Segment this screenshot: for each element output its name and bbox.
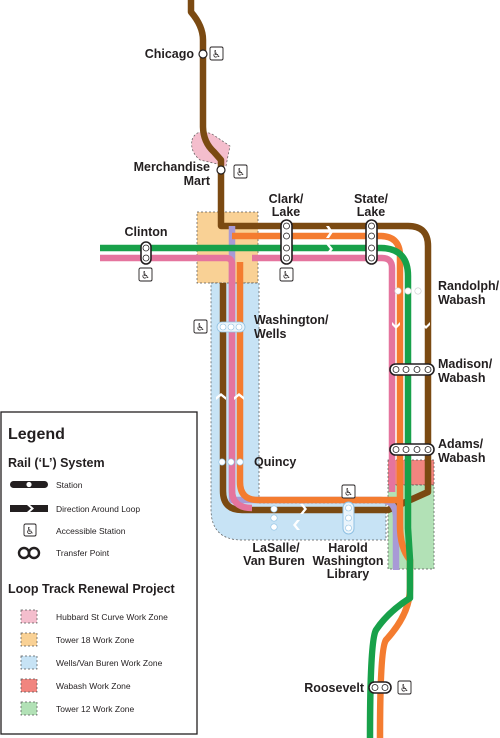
merchandise-mart-station[interactable] <box>216 165 226 175</box>
harold-washington-label: Washington <box>312 554 383 568</box>
orange-line-loop <box>236 262 400 504</box>
wheelchair-icon: ♿ <box>23 523 37 537</box>
legend-item-accessible: Accessible Station <box>56 526 126 536</box>
state-lake-label: State/ <box>354 192 389 206</box>
legend-item-transfer: Transfer Point <box>56 548 110 558</box>
legend-item-station: Station <box>56 480 83 490</box>
merchandise-mart-label: Merchandise <box>134 160 210 174</box>
merchandise-mart-label: Mart <box>184 174 211 188</box>
lasalle-vanburen-label: Van Buren <box>243 554 305 568</box>
svg-text:♿: ♿ <box>26 526 35 537</box>
washington-wells-label: Wells <box>254 327 286 341</box>
svg-text:♿: ♿ <box>141 271 150 282</box>
clinton-label: Clinton <box>124 225 167 239</box>
pink-line-wabash <box>252 254 396 492</box>
direction-arrows <box>216 226 430 530</box>
state-lake-label: Lake <box>357 205 386 219</box>
washington-wells-station[interactable] <box>216 321 246 333</box>
wheelchair-icon: ♿ <box>209 46 224 61</box>
clark-lake-station[interactable] <box>280 219 293 265</box>
station-labels: Chicago Merchandise Mart Clark/ Lake Sta… <box>124 47 499 695</box>
randolph-wabash-label: Randolph/ <box>438 279 500 293</box>
rail-lines <box>100 0 432 738</box>
green-line <box>100 244 414 738</box>
clark-lake-label: Clark/ <box>269 192 304 206</box>
direction-arrow-icon <box>300 504 307 514</box>
accessible-badges: ♿ ♿ ♿ ♿ ♿ ♿ ♿ <box>138 46 412 695</box>
chicago-station[interactable] <box>198 49 208 59</box>
clinton-station[interactable] <box>140 241 152 265</box>
station-icon <box>10 481 48 488</box>
adams-wabash-label: Adams/ <box>438 437 484 451</box>
legend-item-hubbard: Hubbard St Curve Work Zone <box>56 612 168 622</box>
lasalle-vanburen-label: LaSalle/ <box>252 541 300 555</box>
clark-lake-label: Lake <box>272 205 301 219</box>
direction-arrow-icon <box>326 244 333 254</box>
wabash-zone-swatch <box>20 678 38 693</box>
randolph-wabash-label: Wabash <box>438 293 485 307</box>
harold-washington-library-station[interactable] <box>342 501 355 535</box>
adams-wabash-label: Wabash <box>438 451 485 465</box>
hubbard-zone-swatch <box>20 609 38 624</box>
harold-washington-label: Harold <box>328 541 368 555</box>
svg-text:♿: ♿ <box>282 271 291 282</box>
station-markers <box>140 49 435 694</box>
legend-item-wabash: Wabash Work Zone <box>56 681 131 691</box>
svg-text:♿: ♿ <box>400 684 409 695</box>
state-lake-station[interactable] <box>365 219 378 265</box>
legend-item-tower-12: Tower 12 Work Zone <box>56 704 135 714</box>
svg-text:♿: ♿ <box>212 50 221 61</box>
direction-arrow-icon <box>422 322 430 329</box>
randolph-wabash-station[interactable] <box>394 287 422 295</box>
pink-line <box>100 254 253 512</box>
transfer-point-icon <box>17 546 41 560</box>
svg-text:♿: ♿ <box>236 168 245 179</box>
roosevelt-station[interactable] <box>368 681 392 694</box>
legend-section-rail: Rail (‘L’) System <box>8 456 105 470</box>
washington-wells-label: Washington/ <box>254 313 329 327</box>
quincy-station[interactable] <box>218 458 244 466</box>
legend-title: Legend <box>8 426 65 443</box>
svg-text:♿: ♿ <box>196 323 205 334</box>
madison-wabash-label: Madison/ <box>438 357 493 371</box>
direction-arrow-icon <box>234 393 244 400</box>
chicago-label: Chicago <box>145 47 195 61</box>
direction-arrow-icon <box>326 226 333 238</box>
wheelchair-icon: ♿ <box>193 319 208 334</box>
legend-item-wells-vanburen: Wells/Van Buren Work Zone <box>56 658 163 668</box>
madison-wabash-station[interactable] <box>389 363 435 376</box>
roosevelt-label: Roosevelt <box>304 681 365 695</box>
legend-section-project: Loop Track Renewal Project <box>8 582 176 596</box>
wheelchair-icon: ♿ <box>138 267 153 282</box>
harold-washington-label: Library <box>327 567 369 581</box>
brown-line <box>187 0 432 514</box>
legend: Legend Rail (‘L’) System Station Directi… <box>0 411 198 735</box>
wheelchair-icon: ♿ <box>341 484 356 499</box>
legend-item-tower-18: Tower 18 Work Zone <box>56 635 135 645</box>
direction-arrow-icon <box>10 505 48 512</box>
wheelchair-icon: ♿ <box>279 267 294 282</box>
madison-wabash-label: Wabash <box>438 371 485 385</box>
tower-18-zone-swatch <box>20 632 38 647</box>
svg-text:♿: ♿ <box>344 488 353 499</box>
wells-vanburen-zone-swatch <box>20 655 38 670</box>
direction-arrow-icon <box>293 520 300 530</box>
adams-wabash-station[interactable] <box>389 443 435 456</box>
quincy-label: Quincy <box>254 455 296 469</box>
direction-arrow-icon <box>216 393 226 400</box>
direction-arrow-icon <box>392 322 400 329</box>
wheelchair-icon: ♿ <box>233 164 248 179</box>
wheelchair-icon: ♿ <box>397 680 412 695</box>
legend-item-direction: Direction Around Loop <box>56 504 140 514</box>
tower-12-zone-swatch <box>20 701 38 716</box>
lasalle-vanburen-station[interactable] <box>270 505 278 531</box>
